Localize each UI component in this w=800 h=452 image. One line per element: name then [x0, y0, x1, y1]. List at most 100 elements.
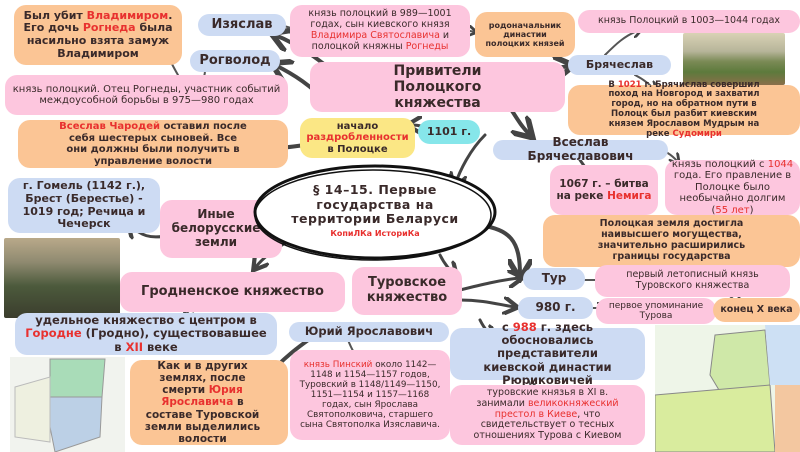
text-segment: года. Его правление в Полоцке было необы…: [673, 170, 792, 216]
node-grodno: Гродненское княжество: [120, 272, 345, 312]
text-segment: первое упоминание Турова: [608, 300, 704, 321]
box-text: князь Пинский около 1142—1148 и 1154—115…: [296, 360, 444, 431]
arrow: [458, 300, 515, 307]
node-1101: 1101 г.: [418, 120, 480, 144]
box-text: первое упоминание Турова: [602, 301, 710, 322]
box-rogvolod-desc: князь полоцкий. Отец Рогнеды, участник с…: [5, 75, 288, 115]
text-segment: ): [749, 204, 754, 216]
box-980-desc: первое упоминание Турова: [596, 298, 716, 324]
text-segment: . Его дочь: [23, 8, 173, 35]
text-segment: 1101 г.: [426, 124, 472, 138]
text-segment: первый летописный князь Туровского княже…: [626, 269, 759, 291]
highlighted-text: Всеслав Чародей: [59, 121, 161, 132]
text-segment: г. здесь обосновались представители киев…: [483, 319, 612, 387]
box-text: Тур: [541, 271, 567, 286]
highlighted-text: Владимира Святославича: [310, 30, 440, 41]
text-segment: Гродненское княжество: [141, 283, 324, 299]
box-charodey: Всеслав Чародей оставил после себя шесте…: [18, 120, 288, 168]
text-segment: в составе Туровской земли выделились вол…: [144, 396, 261, 445]
box-text: князь полоцкий с 1044 года. Его правлени…: [671, 159, 794, 217]
node-izyaslav: Изяслав: [198, 14, 286, 36]
text-segment: Был убит: [23, 8, 87, 22]
box-text: удельное княжество с центром в Городне (…: [21, 314, 271, 354]
box-text: г. Гомель (1142 г.), Брест (Берестье) - …: [14, 179, 154, 231]
box-mogushchestvo: Полоцкая земля достигла наивысшего могущ…: [543, 215, 800, 267]
box-text: 1067 г. – битва на реке Немига: [556, 178, 652, 202]
box-text: родоначальник династии полоцких князей: [481, 21, 569, 49]
box-text: Привители Полоцкого княжества: [350, 63, 525, 111]
box-text: Изяслав: [211, 16, 273, 33]
box-text: Всеслав Брячеславович: [499, 135, 662, 164]
text-segment: , что свидетельствует о тесных отношения…: [473, 408, 622, 442]
box-bryachislav-1021: В 1021 г. Брячислав совершил поход на Но…: [568, 80, 800, 138]
text-segment: Юрий Ярославович: [304, 324, 434, 339]
text-segment: около 1142—1148 и 1154—1157 годов, Туров…: [299, 359, 441, 431]
text-segment: Привители Полоцкого княжества: [393, 62, 482, 112]
box-text: князь Полоцкий в 1003—1044 годах: [597, 15, 781, 27]
box-gomel: г. Гомель (1142 г.), Брест (Берестье) - …: [8, 178, 160, 233]
box-text: Рогволод: [199, 53, 270, 69]
text-segment: князь Полоцкий в 1003—1044 годах: [597, 15, 781, 27]
highlighted-text: 55 лет: [715, 204, 750, 216]
highlighted-text: XII: [125, 339, 144, 354]
box-udel: удельное княжество с центром в Городне (…: [15, 313, 277, 355]
box-text: Полоцкая земля достигла наивысшего могущ…: [593, 218, 750, 263]
text-segment: Как и в других землях, после смерти: [157, 360, 248, 397]
text-segment: 980 г.: [535, 300, 576, 315]
highlighted-text: Городне: [25, 326, 82, 341]
highlighted-text: Рогнеда: [82, 21, 136, 35]
text-segment: конец X века: [720, 303, 793, 315]
highlighted-text: 1021: [617, 79, 642, 90]
box-kiev: туровские князья в XI в. занимали велико…: [450, 385, 645, 445]
text-segment: родоначальник династии полоцких князей: [485, 20, 565, 49]
node-praviteli: Привители Полоцкого княжества: [310, 62, 565, 112]
box-konec: конец X века: [713, 298, 800, 322]
node-tur: Тур: [523, 268, 585, 290]
node-bryachislav: Брячеслав: [568, 55, 671, 75]
text-segment: г. Брячислав совершил поход на Новгород …: [608, 79, 760, 139]
box-text: В 1021 г. Брячислав совершил поход на Но…: [598, 79, 770, 140]
box-988: с 988 г. здесь обосновались представител…: [450, 320, 645, 386]
node-vseslav: Всеслав Брячеславович: [493, 135, 668, 163]
text-segment: Всеслав Брячеславович: [527, 135, 634, 163]
text-segment: князь полоцкий с: [671, 158, 768, 170]
text-segment: (Гродно), существовавшее в: [81, 326, 267, 354]
box-text: Гродненское княжество: [141, 283, 324, 300]
central-topic-subtitle: КопиЛКа ИсториКа: [330, 229, 420, 239]
box-text: с 988 г. здесь обосновались представител…: [468, 319, 627, 387]
center-ellipse: [253, 164, 497, 261]
box-pinsk: князь Пинский около 1142—1148 и 1154—115…: [290, 350, 450, 440]
highlighted-text: великокняжеский престол в Киеве: [494, 397, 619, 420]
box-text: Юрий Ярославович: [305, 325, 433, 338]
text-segment: князь полоцкий. Отец Рогнеды, участник с…: [12, 83, 281, 107]
box-vseslav-desc: князь полоцкий с 1044 года. Его правлени…: [665, 159, 800, 217]
box-text: начало раздробленности в Полоцке: [306, 121, 409, 156]
text-segment: в Полоцке: [327, 143, 388, 155]
text-segment: оставил после себя шестерых сыновей. Все…: [66, 121, 247, 167]
text-segment: Изяслав: [211, 16, 273, 32]
text-segment: В: [608, 79, 618, 90]
turov-map-image: [10, 357, 125, 452]
node-rogvolod: Рогволод: [190, 50, 280, 72]
polotsk-turov-map-image: [655, 325, 800, 452]
box-volosti: Как и в других землях, после смерти Юрия…: [130, 360, 288, 445]
box-text: Туровское княжество: [358, 275, 456, 306]
text-segment: туровские князья в XI в. занимали: [476, 386, 609, 409]
highlighted-text: раздробленности: [306, 132, 409, 144]
text-segment: князь полоцкий в 989—1001 годах, сын кие…: [308, 8, 452, 31]
text-segment: была насильно взята замуж Владимиром: [26, 21, 173, 60]
box-rodonachalnik: родоначальник династии полоцких князей: [475, 12, 575, 57]
text-segment: веке: [143, 339, 178, 354]
box-nachalo: начало раздробленности в Полоцке: [300, 118, 415, 158]
text-segment: и полоцкой княжны: [311, 30, 450, 52]
grodno-castle-image: [4, 238, 120, 318]
highlighted-text: Юрия Ярославича: [161, 384, 243, 409]
highlighted-text: Рогнеды: [405, 40, 449, 52]
arrow: [604, 30, 640, 56]
text-segment: Тур: [541, 271, 567, 286]
box-text: Всеслав Чародей оставил после себя шесте…: [58, 121, 248, 167]
text-segment: Полоцкая земля достигла наивысшего могущ…: [597, 218, 746, 262]
box-text: князь полоцкий в 989—1001 годах, сын кие…: [296, 8, 464, 53]
text-segment: Туровское княжество: [366, 275, 448, 305]
node-turov: Туровское княжество: [352, 267, 462, 315]
